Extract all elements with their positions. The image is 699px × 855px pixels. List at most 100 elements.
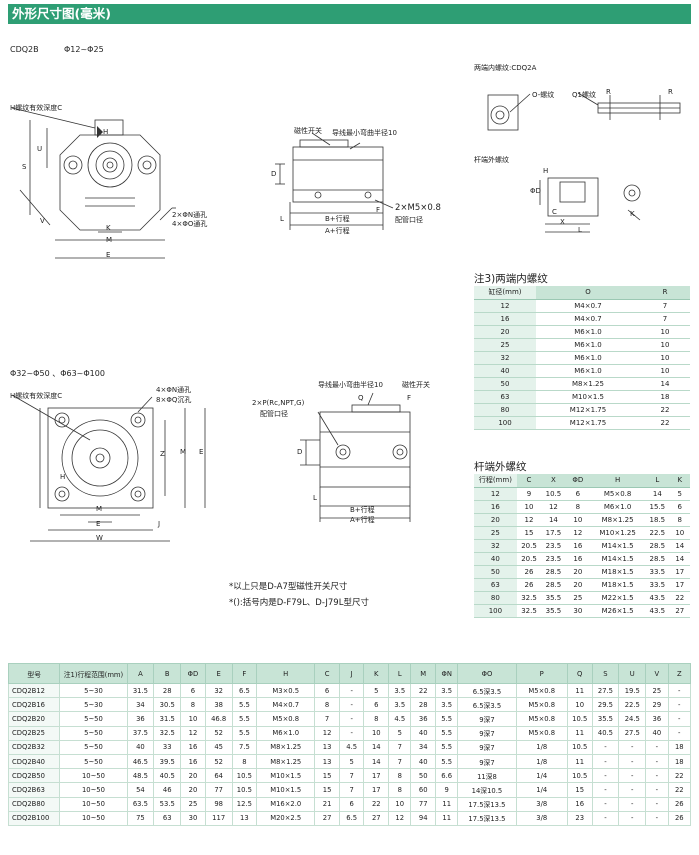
main-cell: 1/4: [515, 782, 568, 798]
main-cell: 33: [153, 740, 182, 755]
main-cell: CDQ2B63: [7, 782, 61, 798]
rod-thread-cell: 12: [541, 500, 566, 514]
dim-j-2: J: [158, 520, 161, 528]
main-cell: 5.5: [435, 726, 459, 741]
note3-cell: 7: [640, 299, 690, 313]
main-cell: 22: [667, 768, 692, 784]
main-cell: 27.5: [591, 683, 620, 699]
main-cell: -: [645, 754, 669, 770]
main-cell: 7: [388, 754, 412, 770]
rod-thread-cell: 100: [474, 604, 517, 618]
main-cell: -: [667, 711, 692, 727]
main-cell: 5.5: [231, 697, 258, 713]
main-cell: CDQ2B12: [7, 683, 61, 699]
switch-label-2: 磁性开关: [402, 381, 430, 389]
main-cell: -: [618, 740, 647, 755]
rod-thread-cell: 14: [669, 539, 690, 553]
main-cell: CDQ2B80: [7, 797, 61, 812]
main-col-header: P: [515, 663, 568, 684]
main-cell: M3×0.5: [256, 683, 316, 699]
main-col-header: S: [591, 663, 620, 684]
rod-thread-col-header: L: [645, 474, 670, 488]
note3-cell: M4×0.7: [536, 312, 640, 326]
main-cell: 3.5: [388, 683, 412, 699]
main-col-header: V: [645, 663, 669, 684]
main-cell: 17.5深13.5: [457, 811, 517, 826]
main-cell: -: [645, 797, 669, 812]
rod-thread-cell: 33.5: [645, 578, 670, 592]
main-cell: 26: [667, 811, 692, 826]
rod-thread-cell: 32.5: [516, 591, 542, 605]
note-line-1: *以上只是D-A7型磁性开关尺寸: [229, 582, 348, 592]
main-cell: 10: [388, 797, 412, 812]
note3-cell: M12×1.75: [536, 403, 640, 417]
dim-e-2: E: [96, 520, 101, 528]
main-cell: M16×2.0: [256, 797, 316, 812]
main-cell: 5.5: [231, 711, 258, 727]
main-cell: 18: [667, 754, 692, 770]
rod-thread-col-header: H: [590, 474, 646, 488]
main-cell: -: [618, 768, 647, 784]
rod-thread-cell: 10: [565, 513, 591, 527]
main-cell: 6.5深3.5: [457, 697, 517, 713]
note3-cell: M10×1.5: [536, 390, 640, 404]
rod-thread-col-header: ΦD: [565, 474, 591, 488]
main-cell: 8: [180, 697, 206, 713]
main-cell: 6.6: [435, 768, 459, 784]
main-cell: 5~50: [59, 754, 128, 770]
main-cell: 14: [363, 740, 390, 755]
main-cell: 32.5: [153, 726, 182, 741]
note3-col-header: O: [536, 286, 640, 300]
dim-phid-rod: ΦD: [530, 187, 541, 195]
main-cell: -: [591, 768, 620, 784]
main-col-header: H: [256, 663, 316, 684]
main-cell: -: [645, 811, 669, 826]
dim-f-side1: F: [376, 206, 381, 214]
main-col-header: A: [126, 663, 155, 684]
main-cell: -: [591, 754, 620, 770]
main-cell: 48.5: [126, 768, 155, 784]
note3-cell: 10: [640, 338, 690, 352]
rod-thread-cell: 17: [669, 578, 690, 592]
main-cell: -: [338, 697, 365, 713]
main-cell: 98: [204, 797, 233, 812]
main-cell: 28: [153, 683, 182, 699]
rod-thread-cell: 28.5: [645, 539, 670, 553]
rod-thread-cell: 9: [516, 487, 542, 501]
holes-q-label-2: 8×ΦQ沉孔: [156, 396, 192, 404]
main-cell: 1/8: [515, 754, 568, 770]
dim-e-2v: E: [199, 448, 204, 456]
holes-o-label: 4×ΦO通孔: [172, 220, 208, 228]
rod-thread-cell: M26×1.5: [590, 604, 646, 618]
dim-d-side1: D: [271, 170, 277, 178]
rod-thread-cell: 14: [669, 552, 690, 566]
main-cell: 63: [153, 811, 182, 826]
rod-thread-cell: 8: [565, 500, 591, 514]
main-cell: 18: [667, 740, 692, 755]
rod-thread-cell: 80: [474, 591, 517, 605]
rod-thread-cell: 20.5: [516, 539, 542, 553]
main-cell: 11: [435, 797, 459, 812]
note3-title: 注3)两端内螺纹: [474, 273, 548, 285]
main-cell: 40: [126, 740, 155, 755]
note3-cell: 22: [640, 403, 690, 417]
main-col-header: Z: [667, 663, 692, 684]
note3-cell: 7: [640, 312, 690, 326]
main-cell: -: [618, 782, 647, 798]
main-cell: 40.5: [153, 768, 182, 784]
main-cell: 5.5: [435, 740, 459, 755]
main-cell: 16: [180, 740, 206, 755]
note3-cell: 100: [474, 416, 536, 430]
main-cell: 17: [363, 782, 390, 798]
main-cell: CDQ2B25: [7, 726, 61, 741]
range-small-label: Φ12~Φ25: [64, 45, 104, 54]
main-cell: 24.5: [618, 711, 647, 727]
